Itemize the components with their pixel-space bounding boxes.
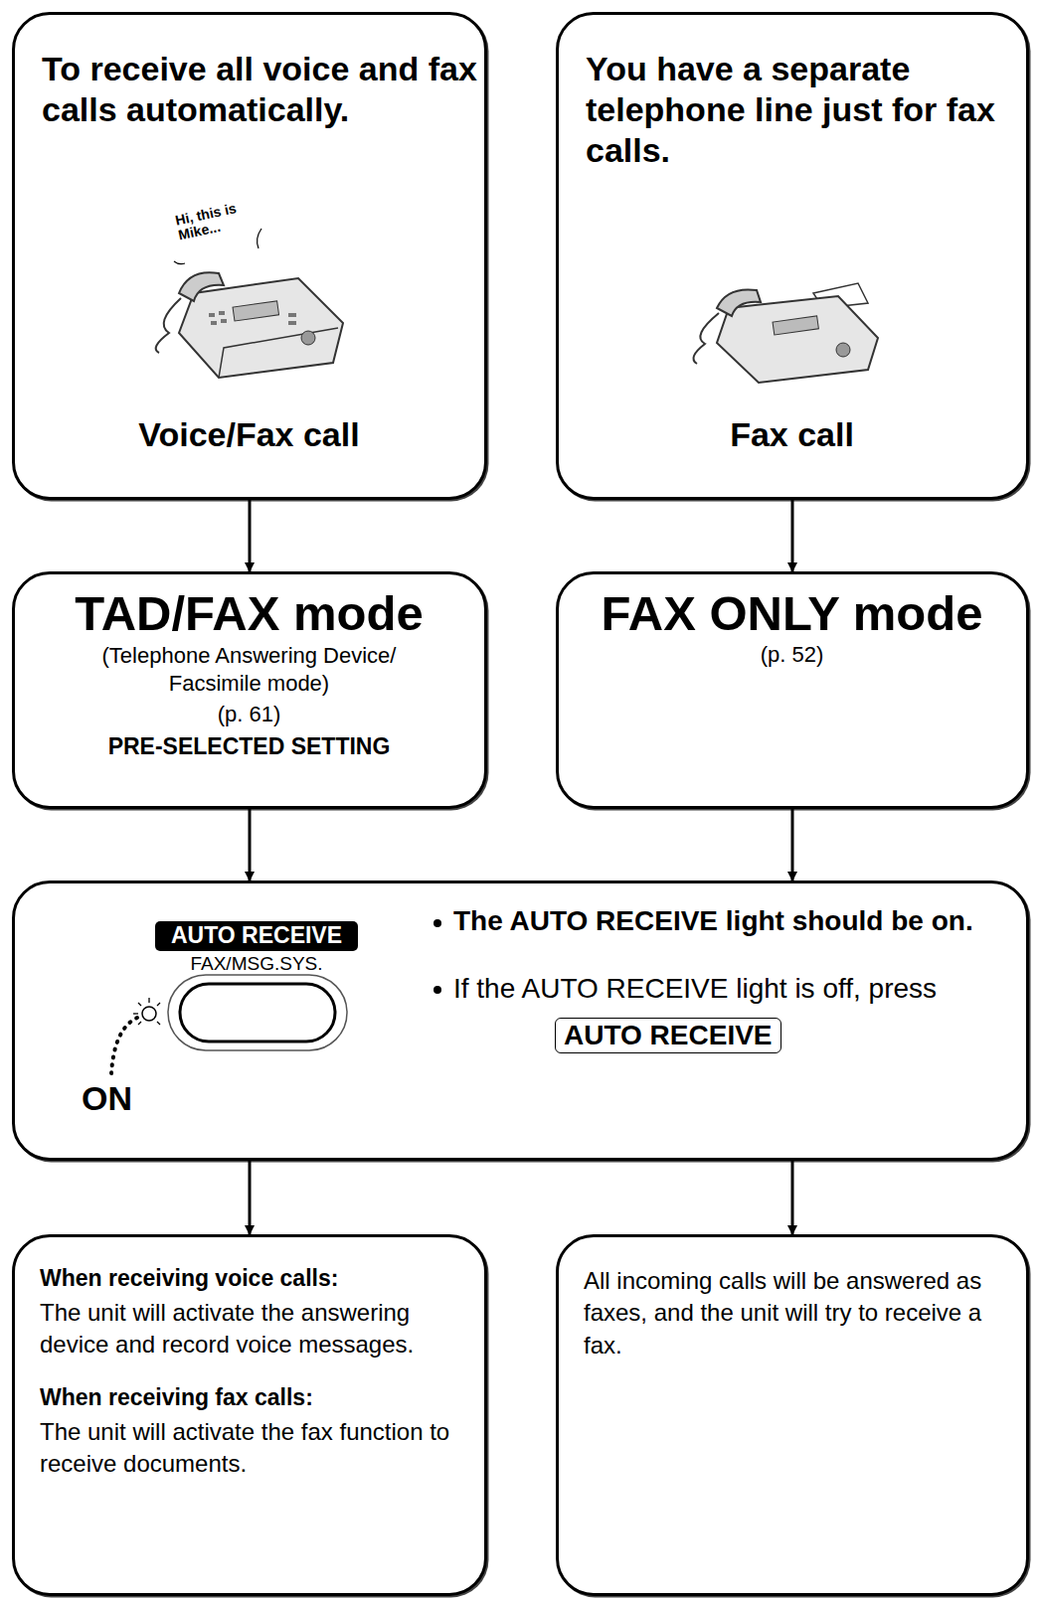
flow-arrow xyxy=(248,809,252,881)
mode-box: TAD/FAX mode(Telephone Answering Device/… xyxy=(11,571,488,810)
scenario-box: You have a separate telephone line just … xyxy=(555,11,1030,501)
flow-arrow xyxy=(248,500,252,572)
section-body: The unit will activate the fax function … xyxy=(39,1416,478,1482)
instruction-panel: AUTO RECEIVEFAX/MSG.SYS.ONThe AUTO RECEI… xyxy=(11,880,1030,1162)
flow-arrow xyxy=(791,1161,795,1235)
button-caption: FAX/MSG.SYS. xyxy=(155,953,358,977)
button-panel xyxy=(0,954,398,1084)
result-text: All incoming calls will be answered as f… xyxy=(583,1265,1002,1363)
mode-subtitle: (Telephone Answering Device/ Facsimile m… xyxy=(64,642,434,697)
scenario-box: To receive all voice and fax calls autom… xyxy=(11,11,488,501)
preset-note: PRE-SELECTED SETTING xyxy=(14,733,484,762)
result-box: All incoming calls will be answered as f… xyxy=(555,1234,1030,1597)
indicator-on: ON xyxy=(81,1078,181,1120)
mode-title: TAD/FAX mode xyxy=(14,584,484,644)
instruction-bullet: If the AUTO RECEIVE light is off, press xyxy=(453,971,991,1007)
box-heading: You have a separate telephone line just … xyxy=(585,48,1024,171)
speech-text: Hi, this is Mike... xyxy=(173,194,268,242)
section-body: The unit will activate the answering dev… xyxy=(39,1297,478,1363)
mode-box: FAX ONLY mode(p. 52) xyxy=(555,571,1030,810)
fax-machine-illustration xyxy=(689,278,888,388)
call-type-label: Fax call xyxy=(558,414,1026,456)
speech-mark xyxy=(169,223,269,274)
section-heading: When receiving voice calls: xyxy=(39,1265,478,1294)
bullet-marks xyxy=(427,914,448,1005)
fax-machine-illustration xyxy=(149,253,348,383)
mode-title: FAX ONLY mode xyxy=(558,584,1026,644)
flow-arrow xyxy=(248,1161,252,1235)
page-reference: (p. 61) xyxy=(14,701,484,728)
flow-arrow xyxy=(791,809,795,881)
instruction-bullet: The AUTO RECEIVE light should be on. xyxy=(453,903,991,939)
page-reference: (p. 52) xyxy=(558,642,1026,669)
flow-arrow xyxy=(791,500,795,572)
call-type-label: Voice/Fax call xyxy=(14,414,484,456)
section-heading: When receiving fax calls: xyxy=(39,1385,478,1413)
key-name: AUTO RECEIVE xyxy=(554,1018,782,1054)
box-heading: To receive all voice and fax calls autom… xyxy=(41,48,480,131)
button-label: AUTO RECEIVE xyxy=(155,921,358,952)
result-box: When receiving voice calls: The unit will… xyxy=(11,1234,488,1597)
